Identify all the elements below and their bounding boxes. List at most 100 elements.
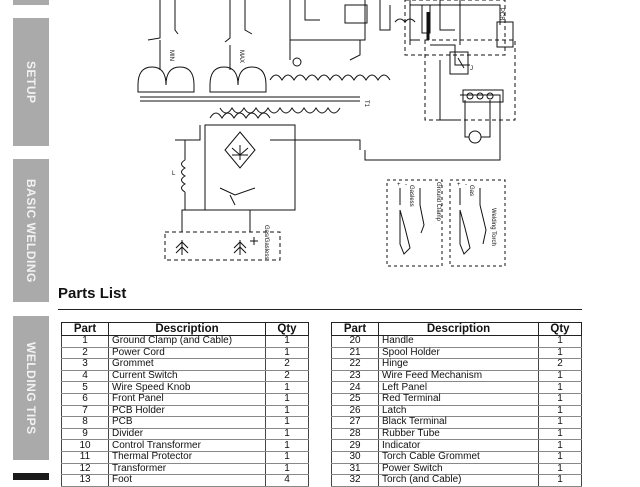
part-description: Front Panel	[108, 393, 266, 406]
part-description: Power Switch	[378, 463, 539, 476]
parts-table-left-header: Part Description Qty	[61, 322, 309, 336]
diagram-label-welding-torch: Welding Torch	[490, 208, 496, 246]
part-number: 7	[61, 405, 109, 418]
diagram-label-l: L	[172, 171, 176, 177]
part-description: PCB	[108, 416, 266, 429]
part-description: Wire Speed Knob	[108, 381, 266, 394]
diagram-label-min: MIN	[168, 50, 174, 61]
part-description: Control Transformer	[108, 439, 266, 452]
diagram-label-t1: T1	[363, 100, 369, 108]
diagram-label-plus-2: +	[457, 182, 461, 188]
part-number: 31	[331, 463, 379, 476]
part-qty: 1	[538, 451, 582, 464]
part-qty: 1	[265, 347, 309, 360]
part-qty: 1	[265, 393, 309, 406]
part-qty: 4	[265, 474, 309, 487]
part-qty: 1	[538, 335, 582, 348]
part-number: 9	[61, 428, 109, 441]
part-number: 26	[331, 405, 379, 418]
part-number: 10	[61, 439, 109, 452]
part-number: 11	[61, 451, 109, 464]
part-description: Torch (and Cable)	[378, 474, 539, 487]
column-header-part: Part	[331, 322, 379, 336]
part-qty: 1	[538, 474, 582, 487]
column-header-description: Description	[378, 322, 539, 336]
part-number: 12	[61, 463, 109, 476]
part-description: Grommet	[108, 358, 266, 371]
parts-table-right-header: Part Description Qty	[331, 322, 582, 336]
part-description: Foot	[108, 474, 266, 487]
part-description: Thermal Protector	[108, 451, 266, 464]
side-tab-welding-tips-label: WELDING TIPS	[24, 341, 38, 435]
part-qty: 1	[265, 405, 309, 418]
diagram-label-minus-1: -	[405, 182, 407, 188]
part-number: 27	[331, 416, 379, 429]
parts-list-title: Parts List	[58, 285, 127, 302]
part-number: 29	[331, 439, 379, 452]
part-number: 32	[331, 474, 379, 487]
part-number: 5	[61, 381, 109, 394]
part-description: Spool Holder	[378, 347, 539, 360]
part-number: 20	[331, 335, 379, 348]
part-number: 6	[61, 393, 109, 406]
part-qty: 1	[265, 463, 309, 476]
diagram-label-gas-gasless: Gas/Gasless	[263, 225, 269, 259]
part-qty: 2	[265, 358, 309, 371]
diagram-label-ground-clamp: Ground Clamp	[435, 182, 441, 222]
part-description: Torch Cable Grommet	[378, 451, 539, 464]
side-tab-basic-welding[interactable]: BASIC WELDING	[13, 159, 49, 302]
part-number: 28	[331, 428, 379, 441]
part-description: Ground Clamp (and Cable)	[108, 335, 266, 348]
part-description: Left Panel	[378, 381, 539, 394]
part-qty: 2	[538, 358, 582, 371]
part-qty: 1	[538, 439, 582, 452]
part-qty: 1	[538, 428, 582, 441]
part-description: Latch	[378, 405, 539, 418]
part-qty: 1	[265, 451, 309, 464]
part-number: 24	[331, 381, 379, 394]
part-qty: 1	[265, 428, 309, 441]
part-description: Wire Feed Mechanism	[378, 370, 539, 383]
diagram-label-pcb: PCB	[498, 8, 504, 20]
side-tab-welding-tips[interactable]: WELDING TIPS	[13, 316, 49, 460]
part-number: 3	[61, 358, 109, 371]
part-number: 21	[331, 347, 379, 360]
column-header-qty: Qty	[538, 322, 582, 336]
column-header-qty: Qty	[265, 322, 309, 336]
part-number: 2	[61, 347, 109, 360]
side-tab-current	[13, 473, 49, 480]
part-description: Handle	[378, 335, 539, 348]
part-number: 22	[331, 358, 379, 371]
part-qty: 1	[265, 416, 309, 429]
part-description: Transformer	[108, 463, 266, 476]
side-tab-setup[interactable]: SETUP	[13, 18, 49, 146]
part-qty: 1	[538, 416, 582, 429]
parts-list-divider	[58, 309, 582, 310]
side-tab-setup-label: SETUP	[24, 60, 38, 104]
part-number: 13	[61, 474, 109, 487]
part-description: Red Terminal	[378, 393, 539, 406]
part-description: Black Terminal	[378, 416, 539, 429]
